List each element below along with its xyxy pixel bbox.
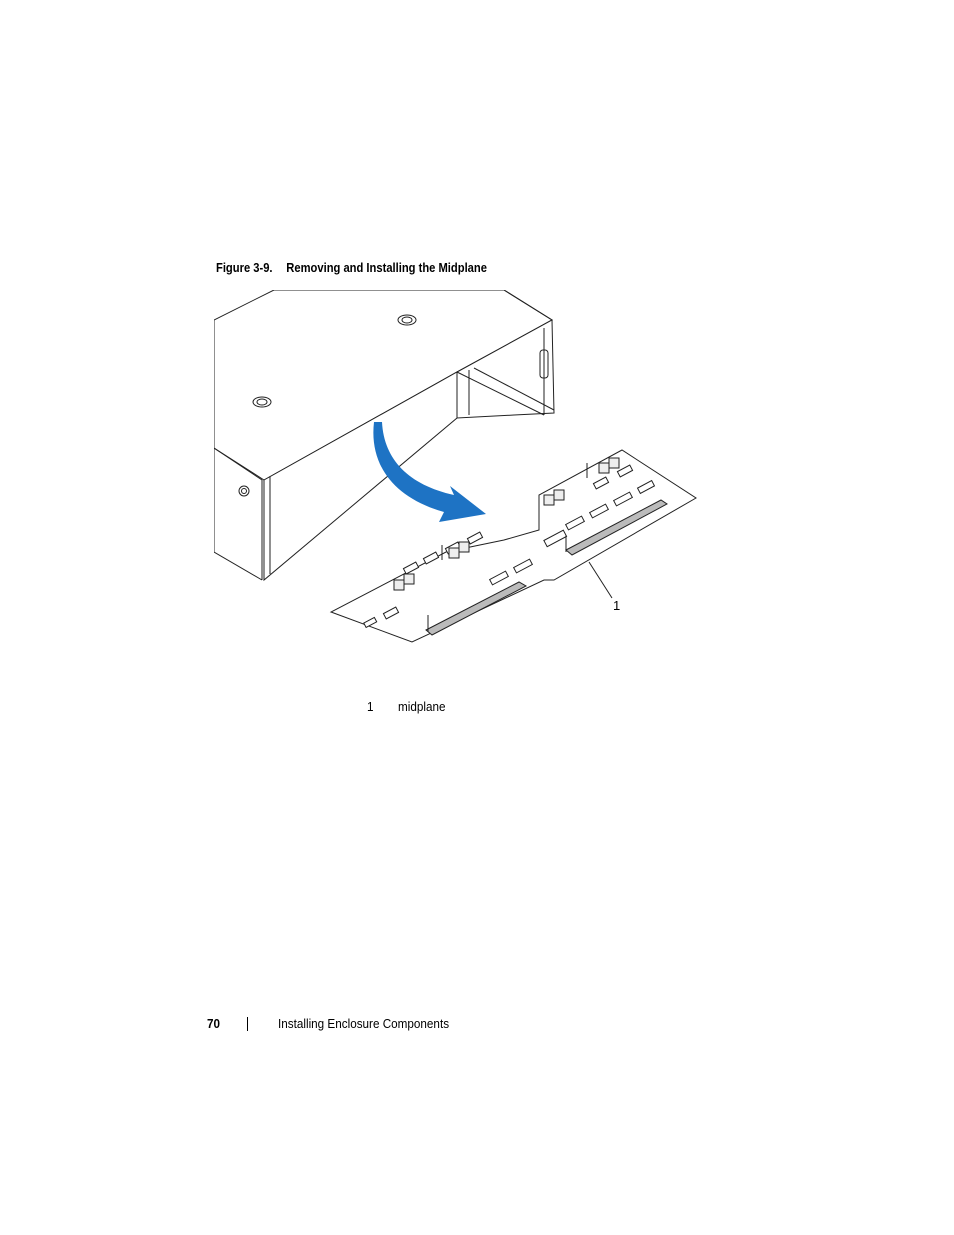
midplane-board	[329, 449, 697, 643]
legend-label: midplane	[398, 699, 446, 714]
figure-caption: Figure 3-9. Removing and Installing the M…	[216, 260, 487, 275]
midplane-illustration: 1	[214, 290, 704, 665]
midplane-connector-right	[565, 499, 668, 556]
footer-separator	[247, 1017, 248, 1031]
figure-number: Figure 3-9.	[216, 260, 273, 275]
callout-number: 1	[613, 598, 620, 613]
footer-section-title: Installing Enclosure Components	[278, 1016, 450, 1031]
page-number: 70	[207, 1016, 221, 1031]
legend-number: 1	[367, 699, 374, 714]
midplane-connector-left	[425, 581, 528, 636]
enclosure-side	[456, 290, 555, 419]
callout-leader	[588, 561, 613, 599]
figure-title: Removing and Installing the Midplane	[286, 260, 487, 275]
removal-arrow	[373, 422, 486, 522]
